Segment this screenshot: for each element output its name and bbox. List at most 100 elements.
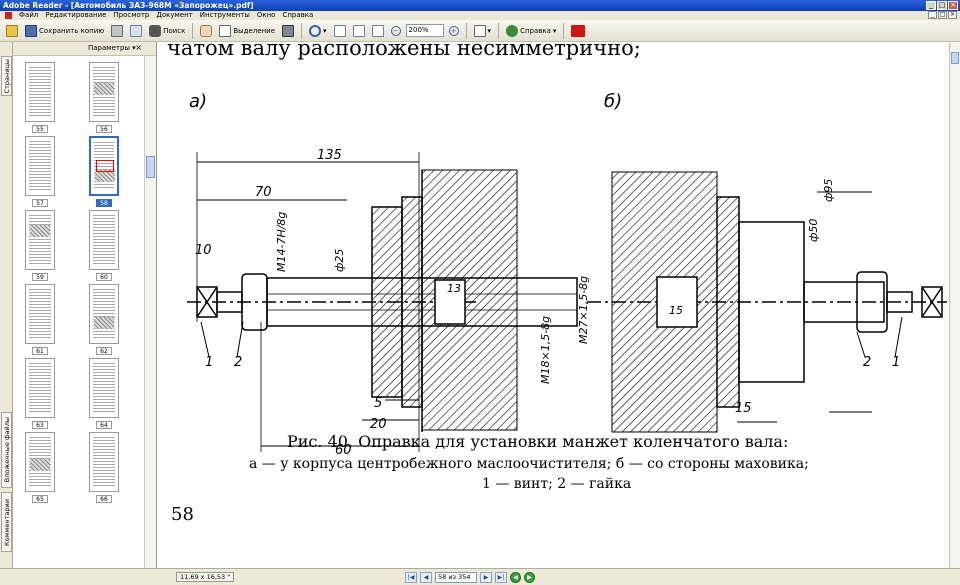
toolbar-separator	[192, 22, 194, 39]
page-thumbnail[interactable]	[89, 432, 119, 492]
thumbnail-preview	[29, 215, 51, 265]
page-thumbnail[interactable]	[89, 210, 119, 270]
fit-width-button[interactable]	[370, 22, 386, 39]
menu-help[interactable]: Справка	[282, 11, 314, 19]
figure-b-label: б)	[604, 91, 622, 112]
dim-135: 135	[317, 148, 342, 163]
magnifier-icon	[309, 24, 322, 37]
snapshot-button[interactable]	[280, 22, 296, 39]
doc-close-button[interactable]: ×	[948, 11, 957, 19]
hand-tool-button[interactable]	[198, 22, 214, 39]
thumbnail-figure	[94, 83, 114, 95]
page-navigation: |◀ ◀ 58 из 354 ▶ ▶| ◀ ▶	[405, 572, 535, 583]
dim-15-inner: 15	[669, 304, 683, 317]
page-thumbnail[interactable]	[25, 432, 55, 492]
last-page-button[interactable]: ▶|	[495, 572, 507, 583]
plus-icon: +	[448, 25, 459, 36]
printer-icon	[111, 24, 124, 37]
document-view[interactable]: чатом валу расположены несимметрично;	[157, 42, 949, 568]
thumbnail-label: 55	[32, 125, 48, 133]
help-button[interactable]: Справка▾	[504, 22, 558, 39]
options-button[interactable]: Параметры ▾	[88, 44, 136, 52]
page-thumbnail[interactable]	[89, 284, 119, 344]
page-number-input[interactable]: 58 из 354	[435, 572, 477, 583]
thumbnail-figure	[95, 170, 115, 182]
close-icon[interactable]: ×	[135, 43, 142, 52]
part-2-b: 2	[863, 355, 871, 370]
toolbar-separator	[465, 22, 467, 39]
actual-size-button[interactable]	[332, 22, 348, 39]
maximize-button[interactable]: □	[937, 1, 947, 10]
first-page-button[interactable]: |◀	[405, 572, 417, 583]
menu-view[interactable]: Просмотр	[113, 11, 150, 19]
toolbar-separator	[563, 22, 565, 39]
zoom-tool-button[interactable]: ▾	[307, 22, 329, 39]
thumbnails-scrollbar[interactable]	[144, 56, 156, 568]
visible-area-frame	[96, 160, 114, 172]
thumbnail-preview	[29, 363, 51, 413]
open-button[interactable]	[4, 22, 20, 39]
next-page-button[interactable]: ▶	[480, 572, 492, 583]
figure-drawing: а) б) 135 70 10 М14-7Н/8g ф25 13 М18×1,5…	[187, 91, 947, 458]
dim-25: ф25	[333, 249, 346, 272]
email-button[interactable]	[128, 22, 144, 39]
yahoo-button[interactable]	[569, 22, 587, 39]
thumbnail-label: 65	[32, 495, 48, 503]
thumbnail-preview	[93, 289, 115, 339]
thumbnail-label: 56	[96, 125, 112, 133]
part-1-b: 1	[892, 355, 900, 370]
menu-edit[interactable]: Редактирование	[45, 11, 107, 19]
rotate-icon	[473, 24, 486, 37]
app-icon	[5, 12, 12, 19]
page-thumbnail[interactable]	[89, 62, 119, 122]
doc-minimize-button[interactable]: _	[928, 11, 937, 19]
select-label: Выделение	[233, 26, 276, 35]
dim-50: ф50	[807, 219, 820, 242]
tab-comments[interactable]: Комментарии	[1, 492, 12, 552]
zoom-input[interactable]: 200%	[405, 24, 444, 37]
toolbar-separator	[498, 22, 500, 39]
page-size: 11,69 x 16,53 "	[176, 572, 235, 582]
tab-pages[interactable]: Страницы	[1, 56, 12, 96]
chevron-down-icon: ▾	[323, 26, 327, 35]
page-thumbnail[interactable]	[25, 136, 55, 196]
go-back-button[interactable]: ◀	[510, 572, 521, 583]
page-top-text: чатом валу расположены несимметрично;	[167, 42, 641, 60]
tab-attachments[interactable]: Вложенные файлы	[1, 412, 12, 488]
search-button[interactable]: Поиск	[147, 22, 187, 39]
zoom-out-button[interactable]: −	[389, 22, 403, 39]
text-cursor-icon	[219, 24, 232, 37]
doc-restore-button[interactable]: □	[938, 11, 947, 19]
search-label: Поиск	[163, 26, 186, 35]
menu-bar: Файл Редактирование Просмотр Документ Ин…	[0, 11, 960, 20]
print-button[interactable]	[109, 22, 125, 39]
page-thumbnail[interactable]	[25, 358, 55, 418]
close-button[interactable]: ×	[948, 1, 958, 10]
minimize-button[interactable]: _	[926, 1, 936, 10]
menu-tools[interactable]: Инструменты	[199, 11, 250, 19]
page-thumbnail[interactable]	[25, 62, 55, 122]
scrollbar-thumb[interactable]	[146, 156, 155, 178]
select-tool-button[interactable]: Выделение	[217, 22, 277, 39]
go-forward-button[interactable]: ▶	[524, 572, 535, 583]
save-copy-button[interactable]: Сохранить копию	[23, 22, 106, 39]
page-thumbnail[interactable]	[89, 136, 119, 196]
document-scrollbar[interactable]	[949, 42, 960, 568]
rotate-button[interactable]: ▾	[472, 22, 494, 39]
page-thumbnail[interactable]	[25, 210, 55, 270]
scrollbar-thumb[interactable]	[951, 52, 959, 64]
menu-file[interactable]: Файл	[19, 11, 39, 19]
thumbnail-preview	[29, 67, 51, 117]
help-label: Справка	[520, 26, 551, 35]
thumbnail-preview	[29, 289, 51, 339]
page-thumbnail[interactable]	[25, 284, 55, 344]
prev-page-button[interactable]: ◀	[420, 572, 432, 583]
thumbnail-label: 58	[96, 199, 112, 207]
page-thumbnail[interactable]	[89, 358, 119, 418]
zoom-in-button[interactable]: +	[447, 22, 461, 39]
fit-page-button[interactable]	[351, 22, 367, 39]
menu-document[interactable]: Документ	[156, 11, 193, 19]
help-icon	[506, 24, 519, 37]
menu-window[interactable]: Окно	[256, 11, 276, 19]
